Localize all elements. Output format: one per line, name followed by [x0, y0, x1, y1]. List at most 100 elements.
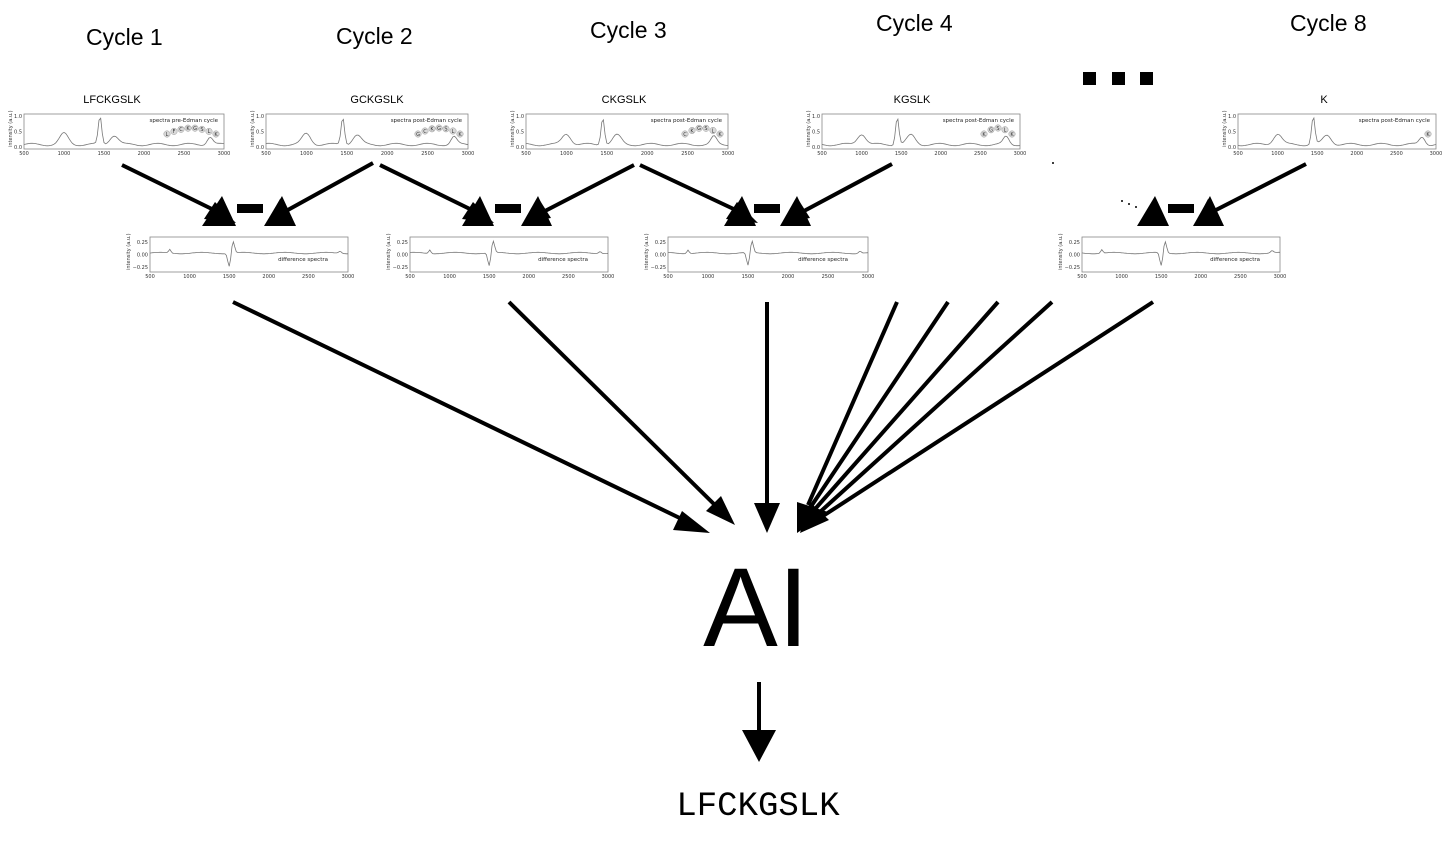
spectrum-xtick: 2000 — [641, 151, 654, 157]
spectrum-xtick: 3000 — [1430, 151, 1443, 157]
spectrum-xtick: 1500 — [600, 151, 613, 157]
residue-bead — [688, 127, 696, 134]
cycle-8-label: Cycle 8 — [1290, 10, 1367, 36]
spectrum-xtick: 2500 — [1390, 151, 1403, 157]
residue-bead — [163, 130, 171, 138]
difference-xtick: 2500 — [822, 274, 835, 280]
difference-xtick: 2500 — [302, 274, 315, 280]
difference-ytick: −0.25 — [133, 265, 148, 271]
difference-frame — [1081, 236, 1281, 273]
residue-bead — [414, 130, 422, 138]
difference-xtick: 1500 — [1155, 274, 1168, 280]
spectrum-xtick: 1000 — [58, 151, 71, 157]
residue-bead — [980, 130, 988, 138]
residue-bead — [681, 130, 689, 138]
spectrum-ytick: 0.0 — [14, 145, 22, 151]
difference-frame — [149, 236, 349, 273]
spectrum-legend: spectra post-Edman cycle — [1359, 118, 1431, 124]
spectrum-frame — [821, 113, 1021, 150]
residue-letter: L — [1004, 128, 1007, 134]
spectrum-ytick: 1.0 — [14, 114, 22, 120]
residue-letter: K — [214, 132, 218, 138]
cycle-3-label: Cycle 3 — [590, 17, 667, 43]
spectrum-legend: spectra post-Edman cycle — [651, 118, 723, 124]
cycle-1-label: Cycle 1 — [86, 24, 163, 50]
residue-letter: C — [683, 132, 687, 138]
spectrum-trace — [1237, 116, 1437, 147]
difference-xtick: 1000 — [702, 274, 715, 280]
spectrum-xtick: 2500 — [974, 151, 987, 157]
difference-trace — [667, 239, 869, 266]
residue-bead — [421, 127, 429, 135]
difference-frame — [409, 236, 609, 273]
difference-ytick: 0.00 — [397, 253, 408, 259]
residue-bead — [442, 125, 450, 133]
residue-bead — [716, 130, 724, 138]
residue-letter: K — [430, 127, 434, 133]
residue-letter: G — [697, 126, 701, 132]
residue-bead — [695, 124, 703, 132]
residue-bead — [184, 124, 192, 132]
difference-xtick: 500 — [1077, 274, 1087, 280]
difference-xtick: 2500 — [1234, 274, 1247, 280]
residue-letter: L — [208, 129, 211, 135]
residue-bead — [191, 124, 199, 132]
spectrum-ytick: 0.0 — [256, 145, 264, 151]
difference-ytick: 0.00 — [1069, 253, 1080, 259]
difference-legend: difference spectra — [1210, 257, 1260, 263]
spectrum-xtick: 2500 — [178, 151, 191, 157]
spectrum-xtick: 500 — [19, 151, 29, 157]
difference-xtick: 3000 — [602, 274, 615, 280]
difference-xtick: 1000 — [1115, 274, 1128, 280]
residue-letter: F — [173, 129, 176, 135]
difference-ytick: 0.25 — [1069, 240, 1080, 246]
spectrum-xtick: 500 — [1233, 151, 1243, 157]
difference-ytick: −0.25 — [651, 265, 666, 271]
spectrum-xtick: 1000 — [1271, 151, 1284, 157]
cycle-2-sequence: GCKGSLK — [350, 94, 404, 106]
spectrum-xtick: 1500 — [98, 151, 111, 157]
spectrum-ylabel: intensity (a.u.) — [510, 110, 516, 147]
difference-xtick: 1500 — [483, 274, 496, 280]
residue-letter: S — [444, 127, 447, 133]
difference-trace — [149, 240, 348, 267]
residue-bead — [435, 124, 443, 132]
ai-label: AI — [703, 545, 809, 670]
spectrum-ylabel: intensity (a.u.) — [250, 110, 256, 147]
spectrum-xtick: 500 — [521, 151, 531, 157]
residue-bead — [212, 130, 220, 138]
minus-arrowheads — [202, 196, 1224, 226]
spectrum-xtick: 2000 — [1350, 151, 1363, 157]
spectrum-xtick: 3000 — [1014, 151, 1027, 157]
spectrum-ytick: 1.0 — [256, 114, 264, 120]
residue-bead — [994, 124, 1002, 132]
spectrum-xtick: 2000 — [138, 151, 151, 157]
residue-letter: K — [718, 132, 722, 138]
spectrum-ytick: 1.0 — [1228, 114, 1236, 120]
residue-bead — [1424, 130, 1432, 138]
difference-xtick: 500 — [663, 274, 673, 280]
minus-signs — [237, 204, 1194, 213]
cycle-4-label: Cycle 4 — [876, 10, 953, 36]
cycle-1-sequence: LFCKGSLK — [83, 94, 141, 106]
spectrum-xtick: 1500 — [1311, 151, 1324, 157]
spectrum-ytick: 0.0 — [516, 145, 524, 151]
spectrum-ylabel: intensity (a.u.) — [8, 110, 14, 147]
spectrum-ytick: 1.0 — [812, 114, 820, 120]
difference-ytick: −0.25 — [393, 265, 408, 271]
residue-letter: S — [704, 126, 707, 132]
difference-trace — [1081, 240, 1280, 266]
difference-ytick: 0.00 — [655, 253, 666, 259]
residue-bead — [456, 130, 464, 138]
residue-bead — [987, 126, 995, 134]
difference-xtick: 2000 — [1194, 274, 1207, 280]
difference-ytick: 0.25 — [655, 240, 666, 246]
difference-xtick: 3000 — [862, 274, 875, 280]
